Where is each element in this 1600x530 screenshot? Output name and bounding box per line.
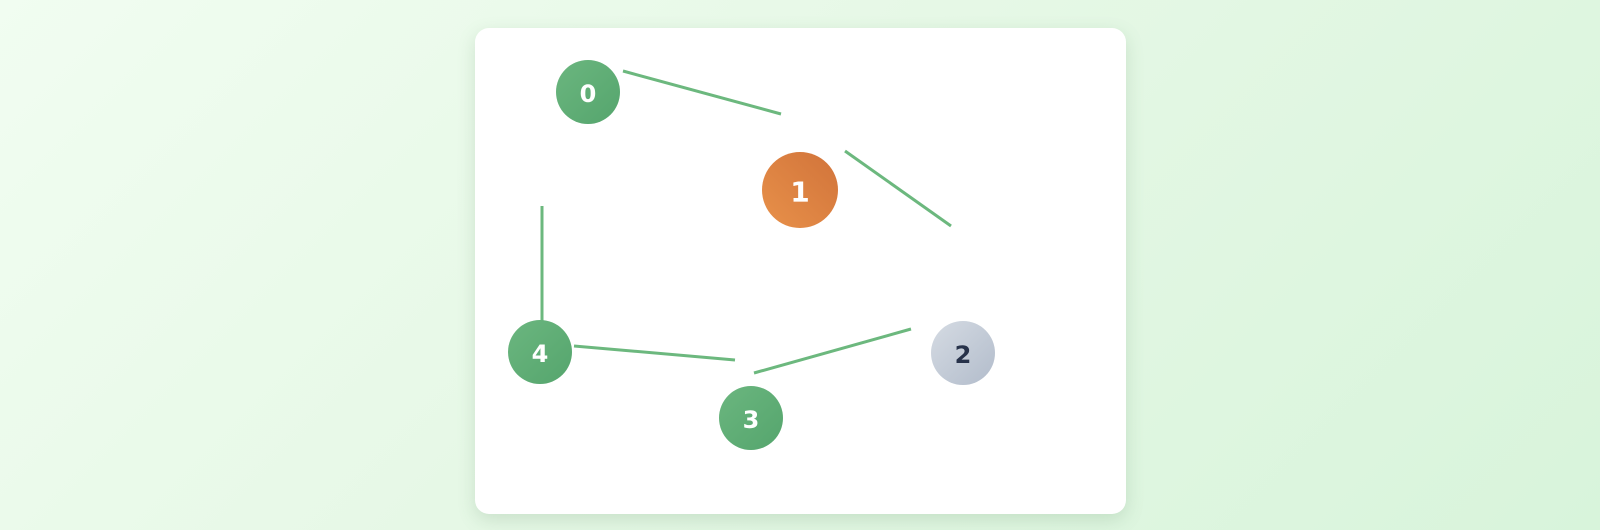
edge-2-3 [753, 327, 912, 375]
graph-canvas: 0 1 2 3 4 [508, 60, 995, 450]
edge-3-4 [573, 344, 736, 362]
node-circle [931, 321, 995, 385]
edges-layer [540, 69, 952, 375]
node-label: 3 [743, 406, 760, 434]
node-label: 2 [955, 341, 972, 369]
node-label: 0 [580, 80, 597, 108]
node-circle [508, 320, 572, 384]
edge-1-2 [844, 149, 952, 228]
graph-node-0[interactable]: 0 [556, 60, 620, 124]
edge-0-1 [622, 69, 782, 116]
nodes-layer: 0 1 2 3 4 [508, 60, 995, 450]
node-circle [556, 60, 620, 124]
graph-node-4[interactable]: 4 [508, 320, 572, 384]
graph-node-3[interactable]: 3 [719, 386, 783, 450]
graph-node-1[interactable]: 1 [762, 152, 838, 228]
node-circle [719, 386, 783, 450]
node-circle [762, 152, 838, 228]
graph-node-2[interactable]: 2 [931, 321, 995, 385]
node-label: 4 [532, 340, 549, 368]
node-label: 1 [790, 176, 809, 209]
graph-panel: 0 1 2 3 4 [475, 28, 1126, 514]
